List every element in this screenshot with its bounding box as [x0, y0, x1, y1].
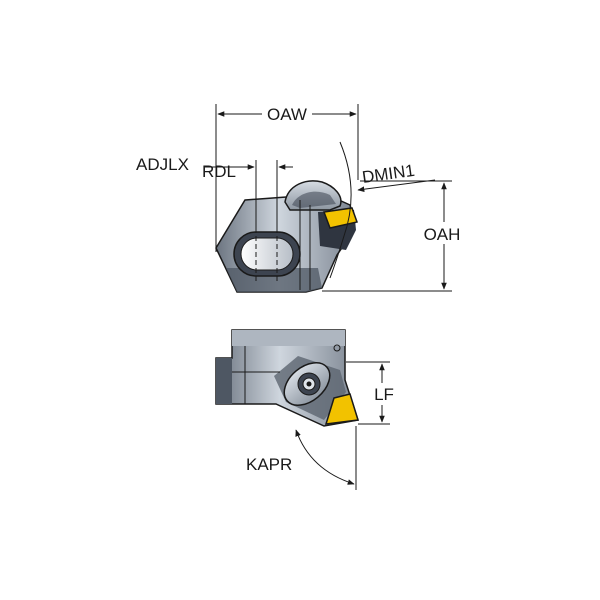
front-left-face — [216, 358, 232, 404]
label-lf: LF — [374, 385, 394, 404]
label-oah: OAH — [424, 225, 461, 244]
mounting-slot-inner — [240, 237, 294, 271]
top-view — [215, 180, 358, 293]
label-kapr: KAPR — [246, 455, 292, 474]
label-oaw: OAW — [267, 105, 307, 124]
insert-top — [322, 207, 358, 229]
dim-rdl: ADJLX RDL — [136, 155, 293, 232]
dim-lf: LF — [346, 361, 398, 425]
insert-front — [324, 393, 359, 425]
label-adjlx: ADJLX — [136, 155, 189, 174]
dim-oaw: OAW — [215, 104, 359, 252]
dim-oah: OAH — [322, 180, 468, 292]
bottom-view — [215, 329, 359, 427]
label-rdl: RDL — [202, 162, 236, 181]
front-top-face — [232, 330, 345, 346]
label-dmin1: DMIN1 — [361, 161, 416, 187]
dim-kapr: KAPR — [246, 426, 357, 490]
small-hole — [333, 344, 341, 352]
clamp-head-shadow — [292, 191, 336, 208]
